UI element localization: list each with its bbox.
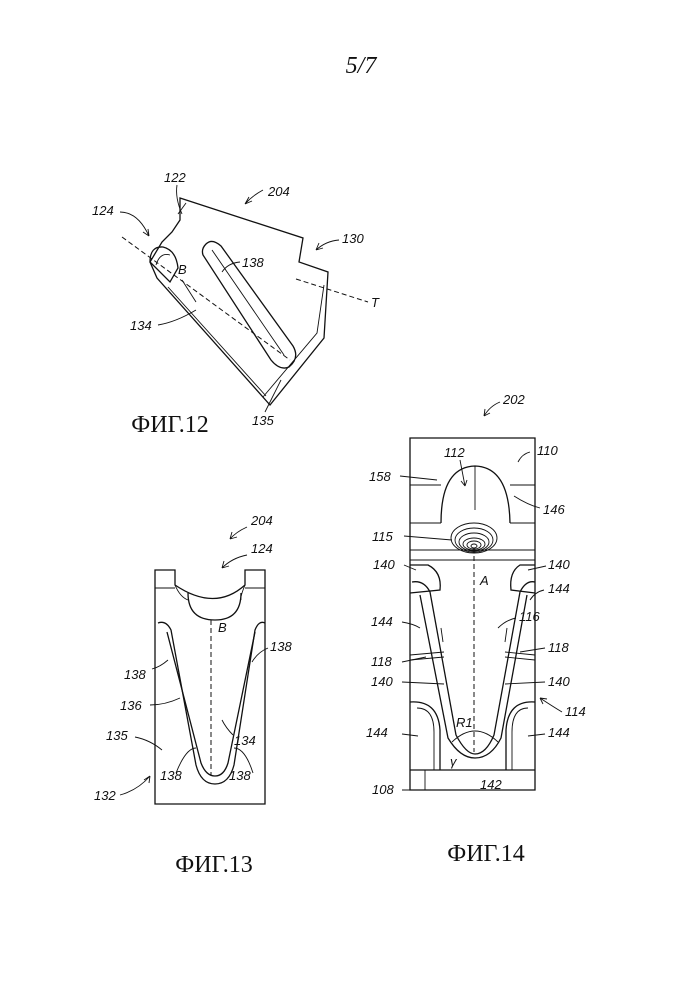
fig14-ref-r1: R1 [456,715,473,730]
fig12-seat-124 [150,247,178,282]
fig13-leader-134 [222,720,233,735]
fig14-leader-144b [402,622,420,628]
figure-12: 122 204 124 130 B 138 T 134 135 ФИГ.12 [92,170,380,438]
fig12-ref-b: B [178,262,187,277]
fig14-ref-118b: 118 [548,640,569,655]
fig12-ref-204: 204 [267,184,290,199]
fig14-leader-115 [404,536,452,540]
fig14-ref-144a: 144 [548,581,570,596]
fig14-leader-118b [520,648,545,652]
fig14-leader-112 [460,460,467,486]
fig13-ref-124: 124 [251,541,273,556]
fig14-caption: ФИГ.14 [447,841,524,867]
fig12-ref-134: 134 [130,318,152,333]
fig14-ref-116: 116 [519,609,540,624]
fig12-leader-138 [222,262,240,272]
fig14-ref-142: 142 [480,777,502,792]
fig12-body-outline [150,198,328,405]
fig14-leader-144a [530,590,544,600]
fig12-ref-122: 122 [164,170,186,185]
fig12-ref-130: 130 [342,231,364,246]
fig12-top-edge [178,203,186,214]
fig13-leader-132 [120,776,150,795]
fig12-axis-b-line [182,280,196,302]
fig12-lower-edge [168,287,266,396]
fig13-caption: ФИГ.13 [175,852,252,878]
fig13-ref-135: 135 [106,728,128,743]
fig14-ref-144b: 144 [371,614,393,629]
fig13-seat-124 [188,593,241,620]
fig13-ref-138b: 138 [270,639,292,654]
fig14-ref-140a: 140 [373,557,395,572]
figure-13: 204 124 B 138 138 136 135 134 138 138 13… [94,513,292,878]
fig14-leader-110 [518,452,530,462]
fig14-ref-202: 202 [502,392,525,407]
fig14-ref-108: 108 [372,782,394,797]
page-number: 5/7 [346,53,378,79]
fig14-leader-114 [540,698,562,712]
fig14-leader-146 [514,496,540,508]
fig14-ref-146: 146 [543,502,565,517]
fig13-ref-204: 204 [250,513,273,528]
fig12-leader-130 [316,240,339,250]
fig13-ref-138c: 138 [160,768,182,783]
fig14-ref-144c: 144 [366,725,388,740]
fig14-leader-118a [402,657,426,662]
fig13-ref-134: 134 [234,733,256,748]
fig14-ref-158: 158 [369,469,391,484]
fig14-ref-112: 112 [444,445,465,460]
fig14-ref-gamma: γ [450,754,458,769]
fig14-ref-118a: 118 [371,654,392,669]
fig13-ref-132: 132 [94,788,116,803]
fig12-ref-124: 124 [92,203,114,218]
fig14-ref-110: 110 [537,443,558,458]
fig12-ref-138: 138 [242,255,264,270]
fig12-side-edge [263,285,324,397]
fig12-ref-135: 135 [252,413,274,428]
fig14-leader-202 [484,402,500,416]
fig14-leader-144d [528,734,545,736]
fig14-ref-140d: 140 [548,674,570,689]
fig14-seat-112 [441,466,510,523]
fig12-leader-204 [245,190,263,204]
fig14-ref-144d: 144 [548,725,570,740]
fig14-shelf [410,550,535,560]
fig14-ref-140b: 140 [548,557,570,572]
fig13-ref-b: B [218,620,227,635]
fig12-ref-t: T [371,295,380,310]
fig13-ref-138a: 138 [124,667,146,682]
fig13-leader-124 [222,555,247,568]
fig14-leader-158 [400,476,437,480]
fig12-caption: ФИГ.12 [131,412,208,438]
fig14-ref-115: 115 [372,529,393,544]
fig14-ref-114: 114 [565,704,586,719]
fig13-ref-138d: 138 [229,768,251,783]
fig14-ref-a: A [479,573,489,588]
fig13-leader-135 [135,737,162,750]
fig14-ref-140c: 140 [371,674,393,689]
fig13-leader-204 [230,527,247,539]
figure-14: 202 112 110 158 146 115 140 140 144 A 14… [366,392,586,867]
fig13-ref-136: 136 [120,698,142,713]
fig14-leader-140b [528,566,546,570]
fig12-leader-124 [120,212,149,236]
